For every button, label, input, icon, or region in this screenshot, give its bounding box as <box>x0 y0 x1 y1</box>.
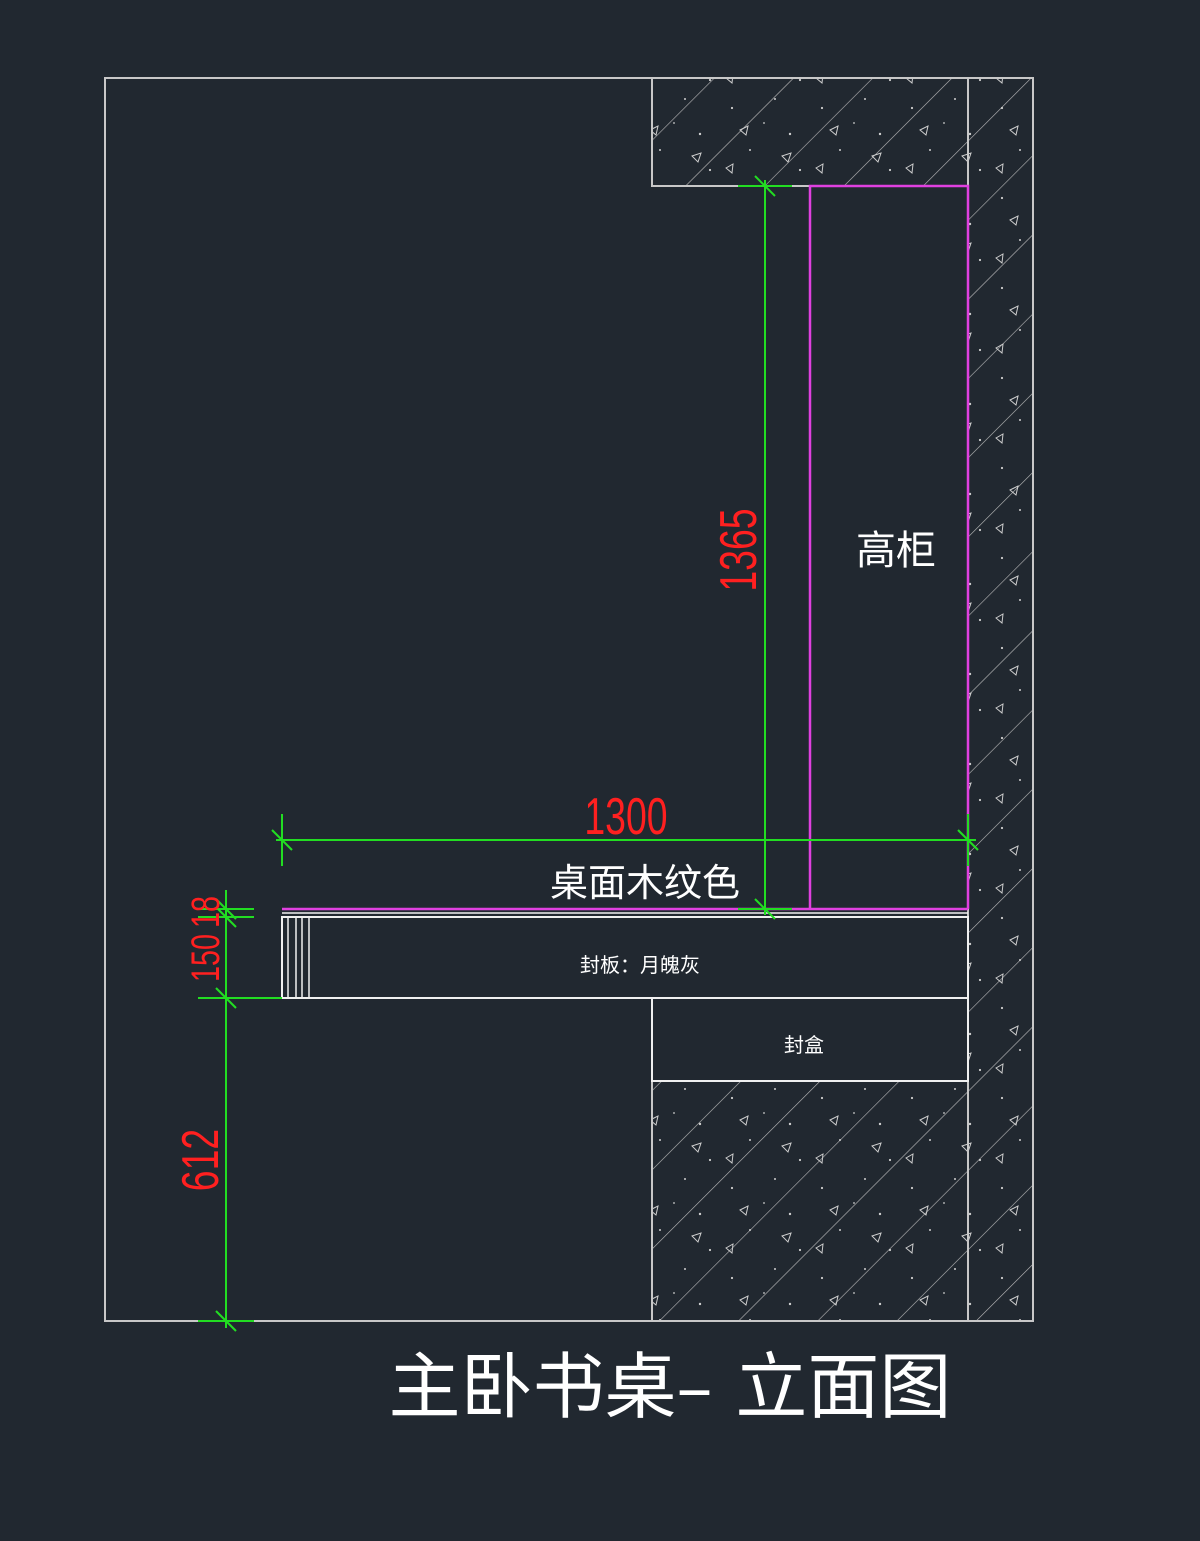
concrete-wall-right <box>967 77 1034 1322</box>
dimension-lines <box>198 175 979 1332</box>
label-tall-cabinet: 高柜 <box>856 528 936 574</box>
desk-panel <box>281 912 969 999</box>
concrete-block-bottom <box>651 1080 969 1322</box>
label-panel: 封板：月魄灰 <box>580 953 700 977</box>
label-desktop-finish: 桌面木纹色 <box>550 861 740 905</box>
drawing-title: 主卧书桌– 立面图 <box>389 1345 952 1429</box>
dim-lower-height: 612 <box>171 1129 230 1191</box>
concrete-beam-top <box>651 77 969 187</box>
closure-box <box>651 997 969 1082</box>
dim-cabinet-height: 1365 <box>709 508 768 591</box>
label-box: 封盒 <box>784 1033 824 1057</box>
dim-top-thickness: 18 <box>183 896 228 928</box>
tall-cabinet <box>282 184 970 911</box>
dim-desk-width: 1300 <box>584 787 667 846</box>
dim-panel-height: 150 <box>183 934 228 982</box>
